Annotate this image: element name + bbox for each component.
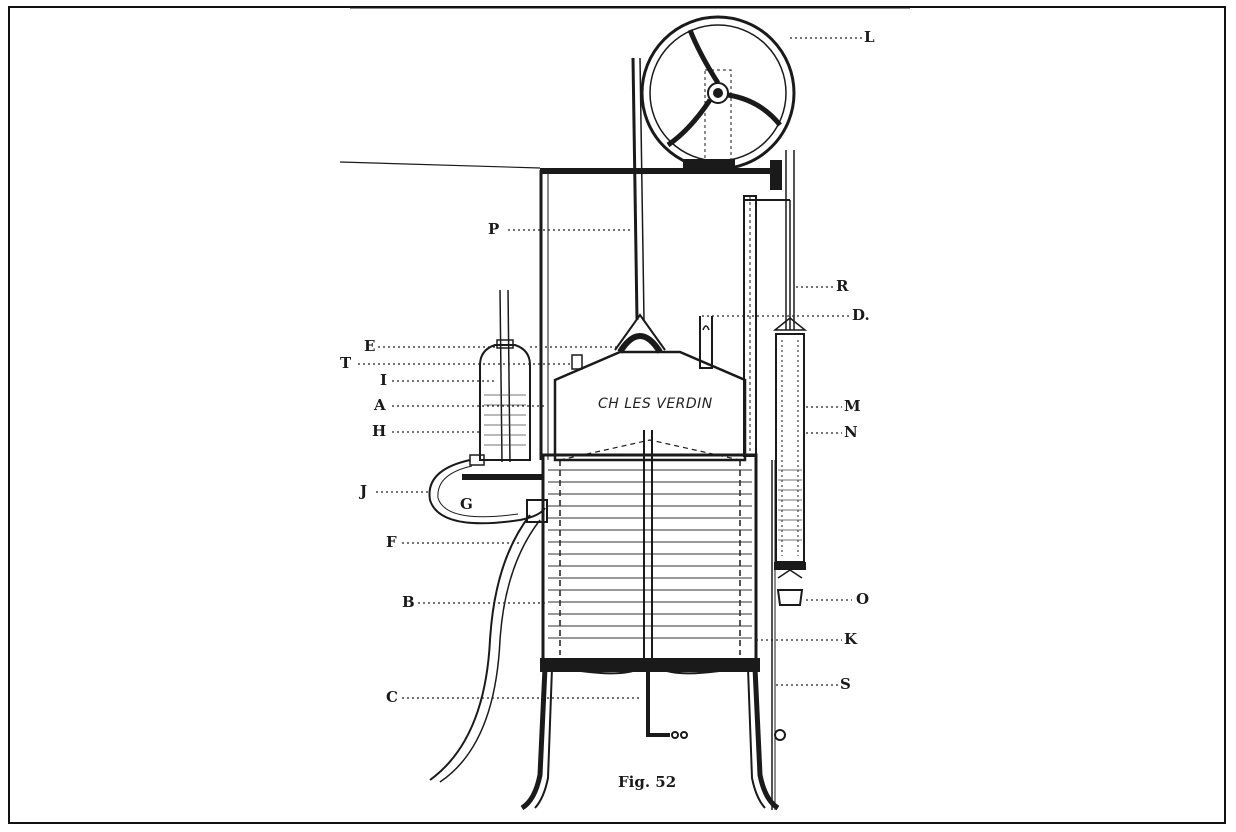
wheel: [640, 15, 796, 173]
label-M: M: [844, 397, 861, 415]
label-I: I: [380, 371, 388, 389]
label-R: R: [836, 277, 849, 295]
figure-caption: Fig. 52: [618, 773, 677, 791]
label-F: F: [386, 533, 397, 551]
label-O: O: [856, 590, 870, 608]
label-H: H: [372, 422, 387, 440]
label-C: C: [386, 688, 398, 706]
maker-mark: CH LES VERDIN: [598, 396, 713, 412]
label-D: D.: [852, 306, 870, 324]
label-K: K: [844, 630, 858, 648]
label-A: A: [374, 396, 386, 414]
figure-frame: [8, 6, 1226, 824]
label-P: P: [488, 220, 500, 238]
label-J: J: [360, 482, 368, 500]
label-L: L: [864, 28, 875, 46]
label-T: T: [340, 354, 352, 372]
label-E: E: [364, 337, 376, 355]
label-G: G: [460, 495, 473, 513]
label-N: N: [844, 423, 858, 441]
label-B: B: [402, 593, 415, 611]
label-S: S: [840, 675, 851, 693]
